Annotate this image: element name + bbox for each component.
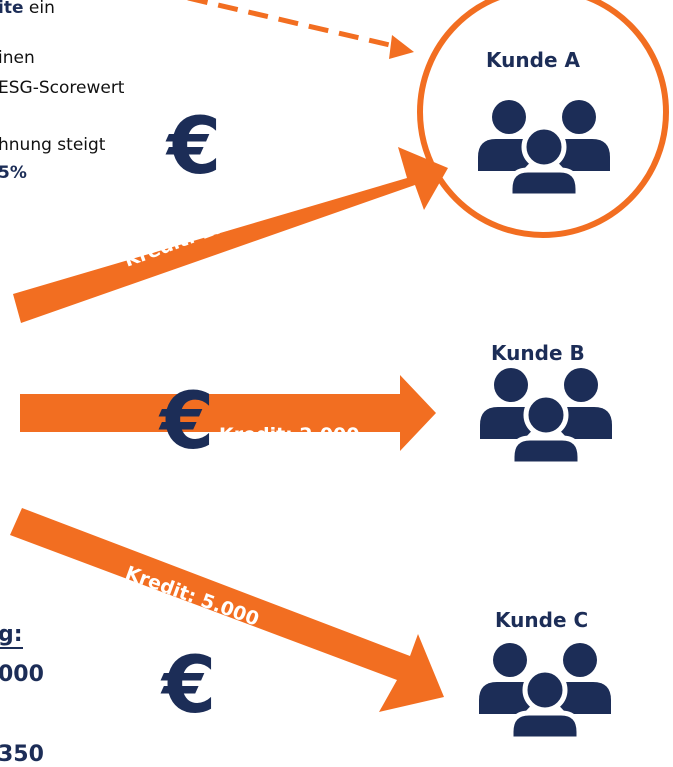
people-group-icon (480, 368, 612, 467)
intro-line-3: ESG-Scorewert (0, 78, 125, 98)
customer-label-a: Kunde A (486, 48, 580, 72)
summary-heading: g: (0, 622, 23, 647)
credit-arrow-b: Kredit: 2.000 (20, 375, 436, 451)
euro-icon: € (167, 102, 222, 192)
people-group-icon (479, 643, 611, 742)
credit-arrow-a-shape (13, 147, 448, 323)
intro-line-1-bold: ite (0, 0, 24, 18)
intro-line-4: hnung steigt (0, 135, 106, 155)
customer-label-b: Kunde B (491, 341, 585, 365)
credit-label-b: Kredit: 2.000 (219, 424, 360, 446)
intro-line-1-rest: ein (23, 0, 55, 18)
intro-line-1: ite ein (0, 0, 55, 18)
credit-arrow-a: Kredit: 1.000 (13, 147, 448, 323)
credit-arrow-c: Kredit: 5.000 (10, 508, 444, 712)
summary-value-1: 000 (0, 662, 44, 687)
customer-label-c: Kunde C (495, 608, 589, 632)
intro-line-5-highlight: 5% (0, 163, 27, 183)
credit-arrow-c-shape (10, 508, 444, 712)
credit-arrow-b-shape (20, 375, 436, 451)
dashed-pointer-line (187, 0, 395, 49)
people-group-icon (478, 100, 610, 199)
dashed-pointer-arrowhead (389, 35, 414, 59)
summary-value-2: 350 (0, 742, 44, 767)
kunde-a-highlight-ring (417, 0, 669, 238)
intro-line-2: inen (0, 48, 35, 68)
euro-icon: € (160, 377, 215, 467)
euro-icon: € (162, 641, 217, 731)
